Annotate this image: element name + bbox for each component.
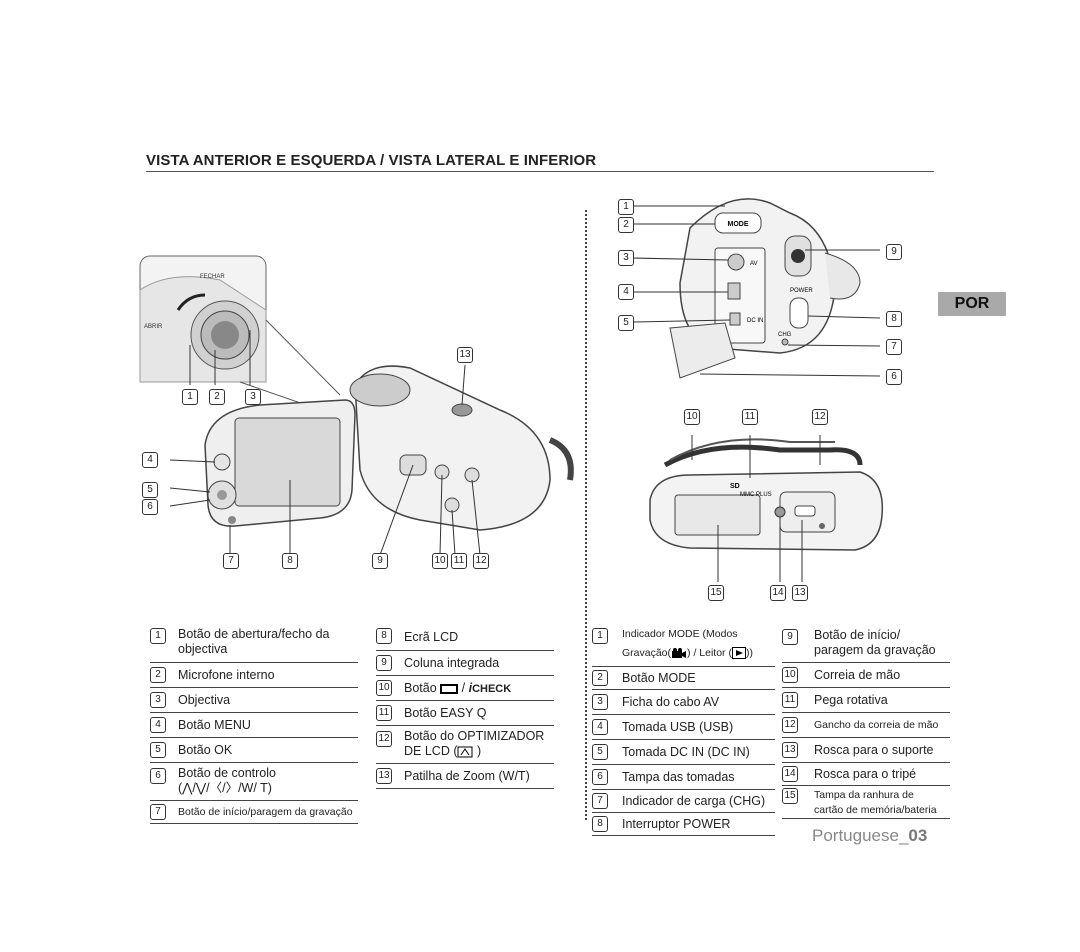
display-icon (440, 683, 459, 694)
legend-item: 10 Correia de mão (782, 663, 950, 688)
callout-front-1: 1 (182, 389, 198, 405)
legend-item: 4 Botão MENU (150, 713, 358, 738)
callout-side-2: 2 (618, 217, 634, 233)
side-view-figure: MODE AV DC IN POWER CHG (631, 198, 881, 379)
legend-item: 12 Gancho da correia de mão (782, 713, 950, 738)
legend-item: 4 Tomada USB (USB) (592, 715, 775, 740)
callout-side-9: 9 (886, 244, 902, 260)
callout-bottom-12: 12 (812, 409, 828, 425)
legend-item: 6 Botão de controlo (⋀/⋁/〈/〉/W/ T) (150, 763, 358, 801)
legend-item: 3 Objectiva (150, 688, 358, 713)
inset-open-label: ABRIR (144, 324, 163, 330)
callout-side-5: 5 (618, 315, 634, 331)
legend-middle: 8 Ecrã LCD 9 Coluna integrada 10 Botão /… (376, 626, 554, 789)
legend-item: 5 Tomada DC IN (DC IN) (592, 740, 775, 765)
callout-side-7: 7 (886, 339, 902, 355)
callout-bottom-10: 10 (684, 409, 700, 425)
callout-side-8: 8 (886, 311, 902, 327)
callout-front-10: 10 (432, 553, 448, 569)
callout-front-4: 4 (142, 452, 158, 468)
callout-bottom-11: 11 (742, 409, 758, 425)
callout-front-8: 8 (282, 553, 298, 569)
bottom-view-figure: SD MMC PLUS (649, 435, 884, 582)
legend-left: 1 Botão de abertura/fecho da objectiva 2… (150, 626, 358, 824)
inset-close-label: FECHAR (200, 274, 225, 280)
callout-side-6: 6 (886, 369, 902, 385)
language-tab: POR (938, 292, 1006, 316)
mode-button-label: MODE (728, 221, 749, 228)
legend-item: 10 Botão / iCHECK (376, 676, 554, 701)
legend-item: 13 Patilha de Zoom (W/T) (376, 764, 554, 789)
lens-inset: FECHAR ABRIR (139, 255, 341, 416)
divider (585, 210, 587, 820)
callout-front-13: 13 (457, 347, 473, 363)
callout-front-2: 2 (209, 389, 225, 405)
callout-front-12: 12 (473, 553, 489, 569)
legend-item: 3 Ficha do cabo AV (592, 690, 775, 715)
callout-side-1: 1 (618, 199, 634, 215)
callout-side-3: 3 (618, 250, 634, 266)
callout-front-11: 11 (451, 553, 467, 569)
legend-item: 2 Microfone interno (150, 663, 358, 688)
legend-item: 1 Indicador MODE (Modos Gravação() / Lei… (592, 626, 775, 667)
legend-item: 13 Rosca para o suporte (782, 738, 950, 763)
legend-item: 7 Botão de início/paragem da gravação (150, 801, 358, 824)
page-title: VISTA ANTERIOR E ESQUERDA / VISTA LATERA… (146, 152, 934, 172)
legend-item: 9 Coluna integrada (376, 651, 554, 676)
dcin-label: DC IN (747, 318, 763, 324)
legend-item: 15 Tampa da ranhura de cartão de memória… (782, 786, 950, 819)
lcd-enhancer-icon (457, 746, 473, 758)
chg-label: CHG (778, 332, 792, 338)
power-label: POWER (790, 288, 813, 294)
page-footer: Portuguese_03 (812, 826, 928, 845)
video-camera-icon (672, 648, 687, 659)
sd-label: SD (730, 483, 740, 490)
legend-item: 6 Tampa das tomadas (592, 765, 775, 790)
play-icon (731, 647, 746, 660)
legend-right-b: 9 Botão de início/ paragem da gravação 1… (782, 626, 950, 819)
legend-item: 2 Botão MODE (592, 667, 775, 690)
legend-item: 11 Botão EASY Q (376, 701, 554, 726)
legend-item: 12 Botão do OPTIMIZADOR DE LCD ( ) (376, 726, 554, 764)
callout-bottom-14: 14 (770, 585, 786, 601)
callout-side-4: 4 (618, 284, 634, 300)
legend-item: 11 Pega rotativa (782, 688, 950, 713)
legend-item: 5 Botão OK (150, 738, 358, 763)
callout-front-9: 9 (372, 553, 388, 569)
callout-front-5: 5 (142, 482, 158, 498)
callout-front-6: 6 (142, 499, 158, 515)
front-view-figure: FECHAR ABRIR (139, 255, 574, 556)
callout-front-7: 7 (223, 553, 239, 569)
legend-item: 8 Interruptor POWER (592, 813, 775, 836)
callout-front-3: 3 (245, 389, 261, 405)
av-label: AV (750, 261, 758, 267)
callout-bottom-15: 15 (708, 585, 724, 601)
legend-item: 8 Ecrã LCD (376, 626, 554, 651)
legend-item: 1 Botão de abertura/fecho da objectiva (150, 626, 358, 663)
legend-right-a: 1 Indicador MODE (Modos Gravação() / Lei… (592, 626, 775, 836)
legend-item: 7 Indicador de carga (CHG) (592, 790, 775, 813)
legend-item: 14 Rosca para o tripé (782, 763, 950, 786)
legend-item: 9 Botão de início/ paragem da gravação (782, 626, 950, 663)
callout-bottom-13: 13 (792, 585, 808, 601)
mmc-label: MMC PLUS (740, 492, 772, 498)
